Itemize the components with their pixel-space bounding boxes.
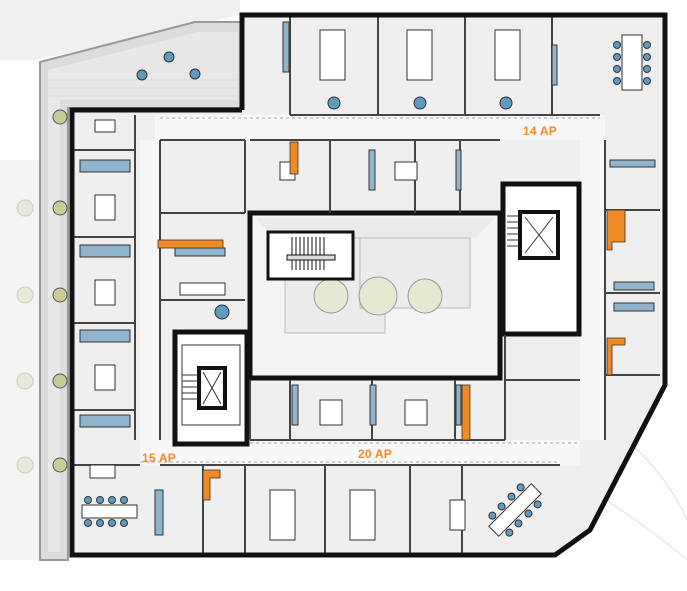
reception-counters <box>157 141 626 501</box>
zone-label-15-ap: 15 AP <box>142 451 176 465</box>
corridor-lines <box>140 117 600 463</box>
stair-core-left <box>172 329 250 447</box>
zone-label-14-ap: 14 AP <box>523 124 557 138</box>
interior-walls <box>72 15 660 555</box>
stair-core-right <box>500 181 582 337</box>
atrium <box>247 210 503 381</box>
workstations <box>89 29 521 541</box>
exterior-walls <box>69 12 668 558</box>
round-tables <box>214 96 513 320</box>
meeting-tables <box>81 34 651 537</box>
zone-label-20-ap: 20 AP <box>358 447 392 461</box>
